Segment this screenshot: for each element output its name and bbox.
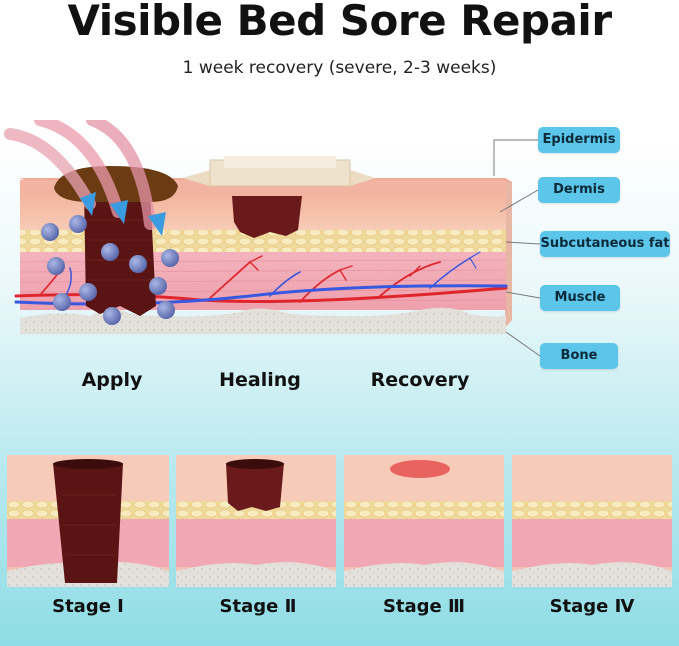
stage-3-label: Stage Ⅲ (382, 596, 466, 617)
deep-wound (84, 190, 156, 316)
stage-4-panel (512, 455, 672, 587)
step-healing: Healing (219, 369, 301, 391)
bubbles (41, 215, 179, 325)
block-side-face (505, 178, 512, 328)
page-title: Visible Bed Sore Repair (67, 0, 612, 45)
light-rays (4, 120, 156, 230)
arrow-icons (80, 192, 166, 236)
skin-cross-section-diagram (4, 120, 512, 334)
bone-layer (20, 307, 506, 334)
callout-dermis: Dermis (538, 177, 620, 203)
stage-2-panel (176, 455, 336, 587)
callout-muscle: Muscle (540, 285, 620, 311)
healing-wound (232, 196, 302, 238)
stage-2-wound (226, 463, 284, 511)
callout-subcutaneous-fat: Subcutaneous fat (540, 231, 670, 257)
stage-1-label: Stage Ⅰ (52, 596, 124, 617)
step-apply: Apply (81, 369, 143, 391)
stage-3-redness (390, 460, 450, 478)
callout-epidermis: Epidermis (538, 127, 620, 153)
stage-2-label: Stage Ⅱ (219, 596, 297, 617)
stage-1-panel (7, 455, 169, 587)
callout-bone: Bone (540, 343, 618, 369)
stage-1-wound (53, 463, 123, 583)
stage-3-panel (344, 455, 504, 587)
stage-4-label: Stage Ⅳ (549, 596, 635, 617)
bandage (182, 156, 376, 187)
step-recovery: Recovery (370, 369, 470, 391)
page-subtitle: 1 week recovery (severe, 2-3 weeks) (182, 58, 497, 78)
